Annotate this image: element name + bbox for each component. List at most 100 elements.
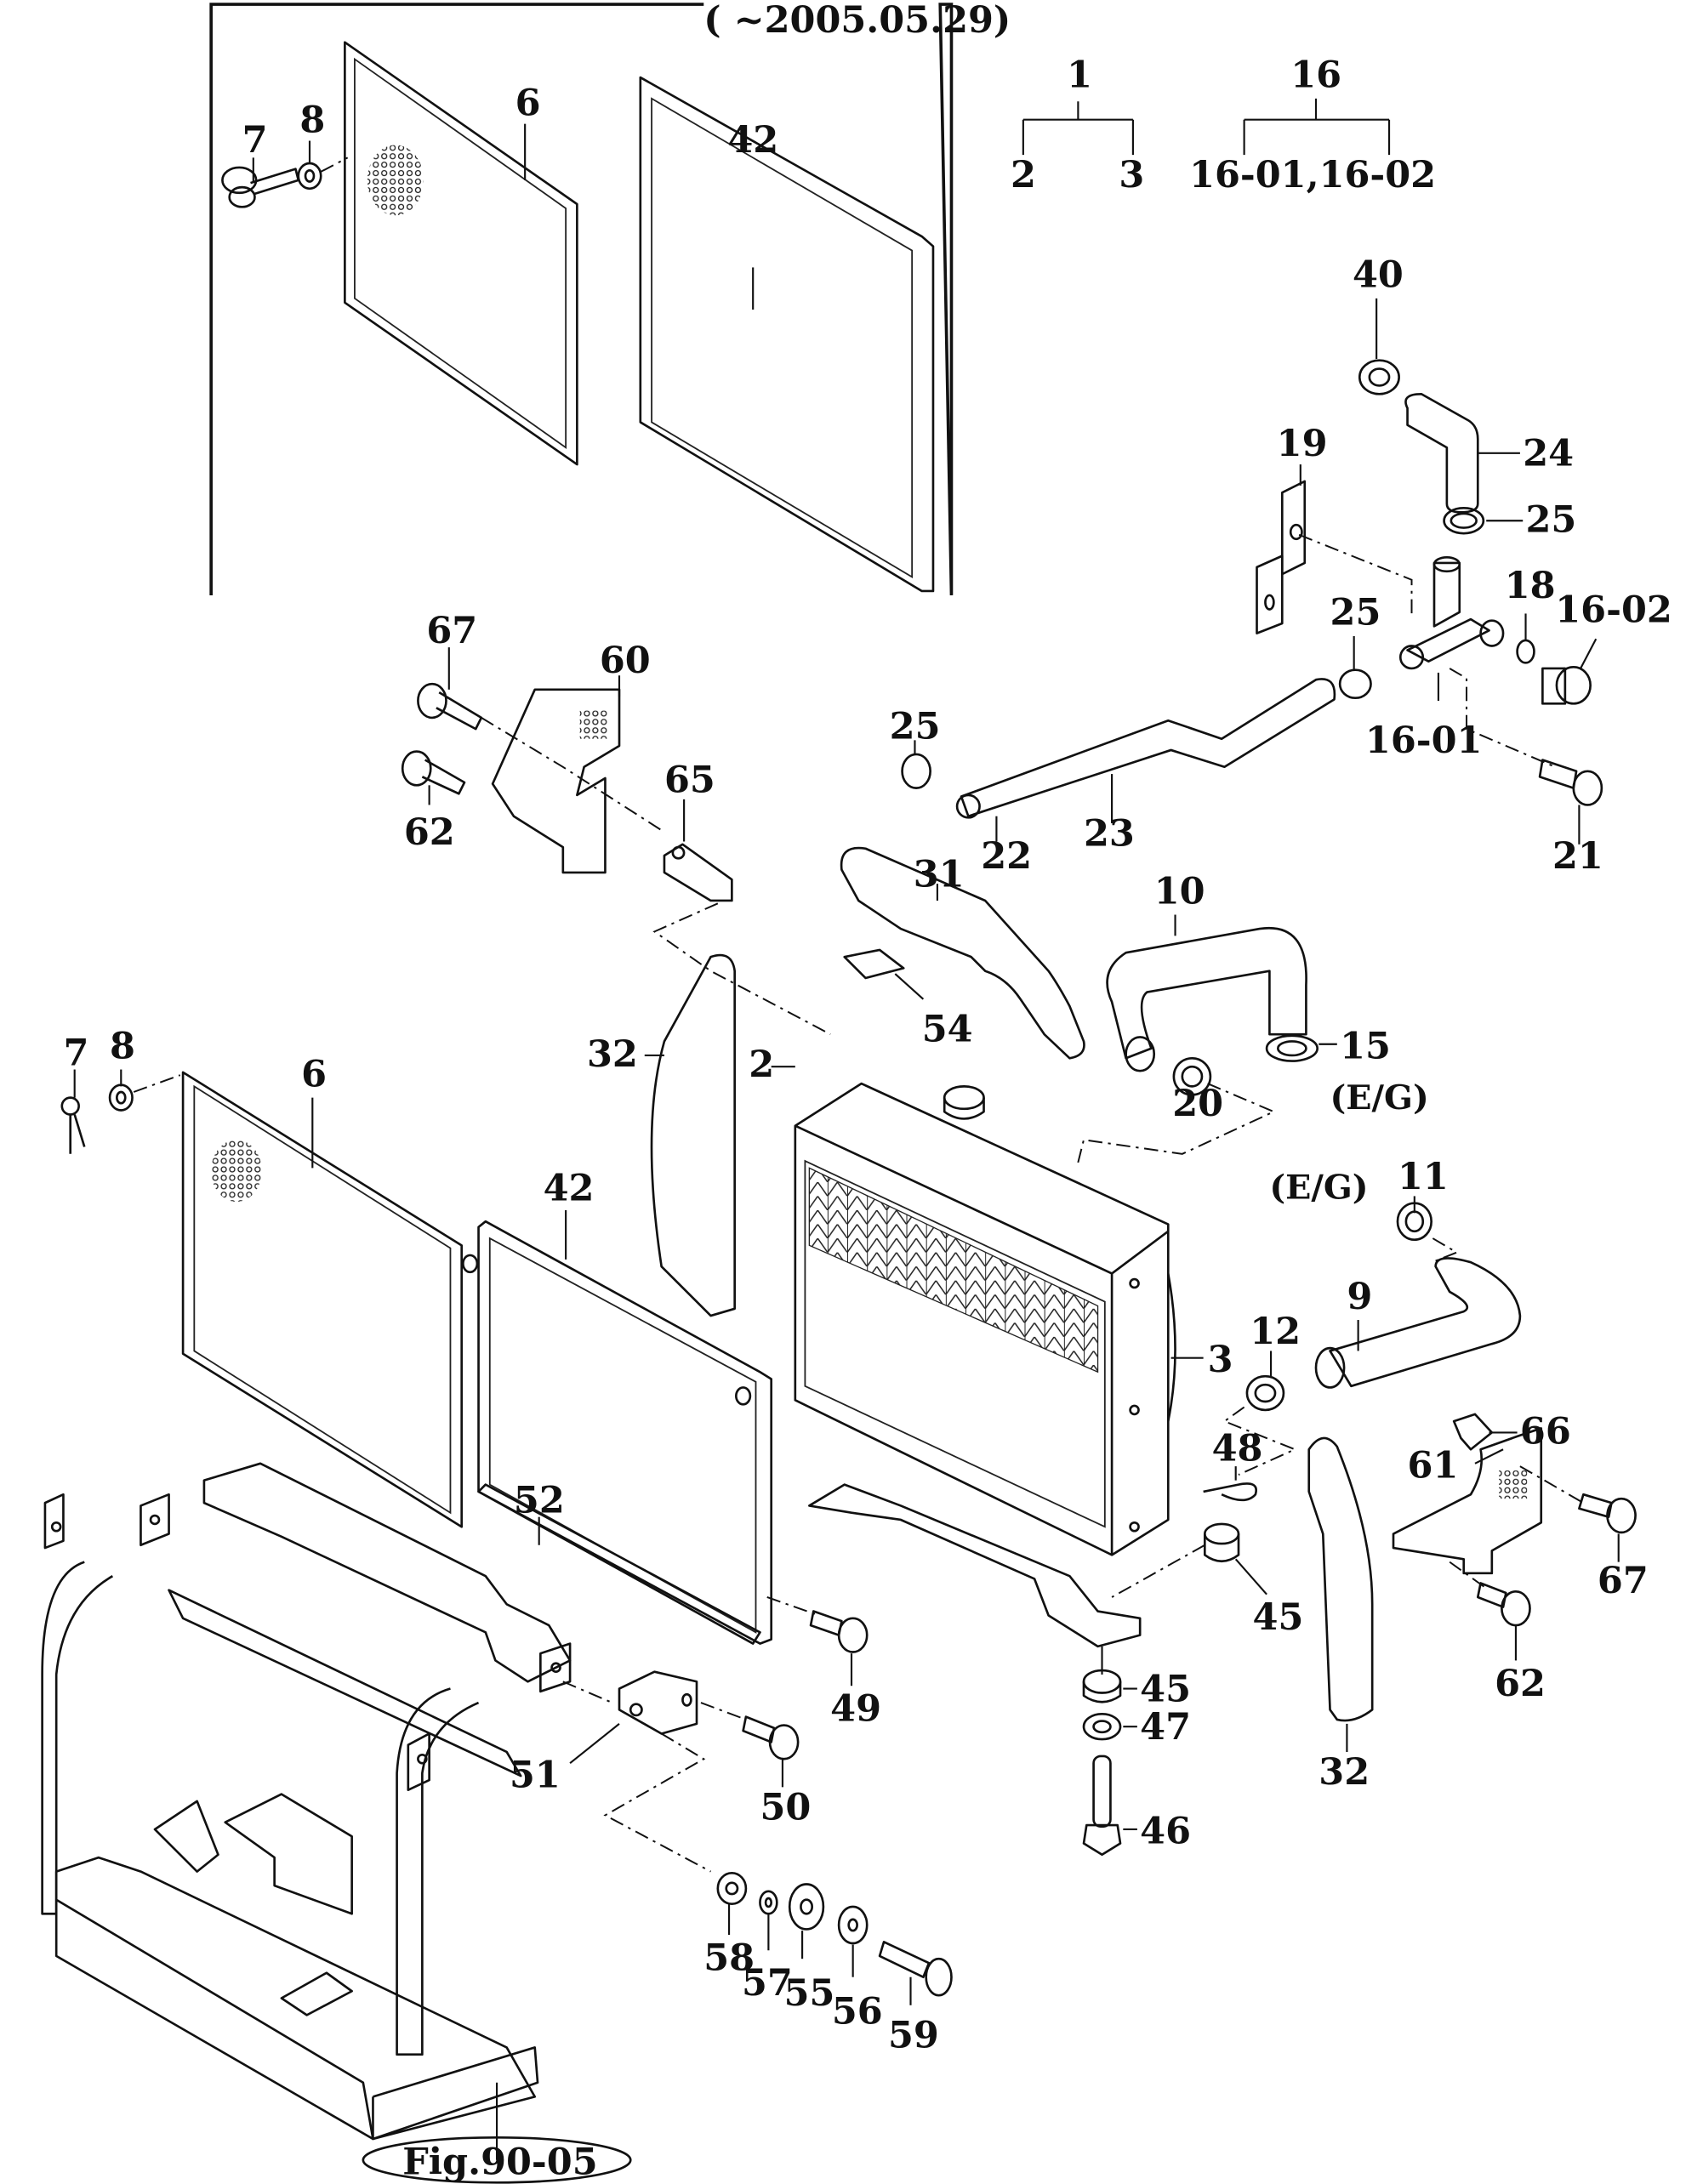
callout-25: 25 xyxy=(1526,498,1577,541)
inset-frame xyxy=(209,3,954,595)
part-49-bolt xyxy=(809,1610,869,1686)
callout-49: 49 xyxy=(830,1688,881,1731)
note-eg-lower: (E/G) xyxy=(1269,1169,1368,1208)
callout-25: 25 xyxy=(1330,592,1381,634)
part-3-radiator-side xyxy=(1166,1273,1204,1422)
part-47-washer xyxy=(1082,1712,1137,1741)
callout-48: 48 xyxy=(1212,1427,1263,1470)
part-45-rubber-mount-lower xyxy=(1082,1669,1137,1703)
callout-50: 50 xyxy=(760,1786,811,1829)
callout-66: 66 xyxy=(1520,1411,1571,1453)
part-50-bolt xyxy=(742,1715,800,1788)
callout-inset-7: 7 xyxy=(242,119,268,162)
part-66-bracket-small xyxy=(1452,1413,1518,1451)
part-24-elbow-hose xyxy=(1404,393,1520,514)
part-16-01-pipe-joint xyxy=(1398,555,1505,702)
part-57-washer xyxy=(759,1890,778,1951)
inset-part-7-wing-bolt xyxy=(221,166,300,208)
radiator-mount-bracket xyxy=(808,1483,1142,1648)
part-16-02-plug xyxy=(1541,638,1598,705)
figure-reference-badge[interactable]: Fig.90-05 xyxy=(362,2136,632,2184)
callout-57: 57 xyxy=(742,1962,793,2005)
callout-24: 24 xyxy=(1523,433,1574,475)
part-52-seal-strip xyxy=(477,1483,761,1645)
part-6-screen-panel xyxy=(181,1071,464,1528)
callout-2: 2 xyxy=(749,1044,774,1086)
part-25-hose-clamp-upper xyxy=(1443,507,1524,535)
callout-59: 59 xyxy=(888,2014,939,2056)
callout-32: 32 xyxy=(1319,1751,1370,1794)
tree-1-child-2: 2 xyxy=(1011,154,1036,196)
callout-62: 62 xyxy=(404,811,455,854)
part-67-bolt-upper xyxy=(417,647,483,731)
tree-1-parent: 1 xyxy=(1067,54,1092,97)
callout-45: 45 xyxy=(1140,1668,1191,1710)
callout-65: 65 xyxy=(664,759,715,802)
part-65-plate xyxy=(663,799,733,902)
inset-part-6-screen-panel xyxy=(344,41,578,466)
part-46-hex-bolt xyxy=(1082,1755,1137,1857)
part-21-bolt xyxy=(1538,759,1603,845)
callout-inset-42: 42 xyxy=(727,119,778,162)
callout-51: 51 xyxy=(510,1754,561,1796)
part-32-side-seal-left xyxy=(644,953,736,1317)
assembly-tree-1: 1 2 3 xyxy=(1011,54,1144,196)
callout-60: 60 xyxy=(600,640,651,682)
tree-1-child-3: 3 xyxy=(1119,154,1144,196)
callout-16-02: 16-02 xyxy=(1555,589,1672,631)
callout-54: 54 xyxy=(922,1008,973,1050)
inset-part-8-washer xyxy=(297,162,322,191)
part-59-hex-bolt xyxy=(878,1941,953,2005)
part-20-hose-clamp xyxy=(1172,1056,1212,1096)
callout-55: 55 xyxy=(784,1972,835,2015)
assembly-tree-16: 16 16-01,16-02 xyxy=(1189,54,1436,196)
callout-56: 56 xyxy=(832,1990,883,2033)
callout-9: 9 xyxy=(1347,1276,1372,1318)
callout-20: 20 xyxy=(1172,1083,1223,1125)
part-7-r-pin xyxy=(60,1069,86,1154)
part-9-lower-hose xyxy=(1314,1257,1522,1389)
part-61-bracket xyxy=(1392,1427,1543,1575)
part-25-hose-clamp-left xyxy=(901,740,931,789)
part-54-seal-pad xyxy=(843,948,925,1000)
part-51-bracket xyxy=(569,1670,698,1765)
callout-46: 46 xyxy=(1140,1811,1191,1853)
callout-18: 18 xyxy=(1505,565,1556,607)
part-55-rubber-cushion xyxy=(788,1883,825,1959)
part-8-washer xyxy=(108,1069,134,1112)
callout-12: 12 xyxy=(1250,1311,1301,1353)
callout-32: 32 xyxy=(587,1033,638,1076)
callout-22: 22 xyxy=(981,835,1032,878)
callout-7: 7 xyxy=(63,1032,88,1075)
inset-old-version-box: ( ~2005.05.29) 6 7 8 42 xyxy=(209,0,1011,595)
part-62-bolt-lower xyxy=(1476,1582,1531,1661)
callout-67: 67 xyxy=(1598,1560,1649,1602)
figure-reference-label[interactable]: Fig.90-05 xyxy=(402,2141,597,2183)
inset-date-caption: ( ~2005.05.29) xyxy=(703,0,1011,42)
note-eg-upper: (E/G) xyxy=(1330,1078,1429,1118)
callout-21: 21 xyxy=(1552,835,1603,878)
part-15-hose-clamp xyxy=(1265,1034,1337,1062)
part-32-side-seal-right xyxy=(1307,1436,1374,1752)
part-19-bracket xyxy=(1256,464,1307,634)
callout-25: 25 xyxy=(890,706,941,748)
callout-67: 67 xyxy=(426,610,477,652)
part-31-shroud-top xyxy=(840,846,1085,1060)
part-2-radiator-core xyxy=(771,1066,1170,1556)
part-10-upper-hose xyxy=(1106,914,1307,1072)
callout-52: 52 xyxy=(514,1480,565,1522)
callout-42: 42 xyxy=(544,1167,595,1209)
part-25-hose-clamp-mid xyxy=(1338,635,1372,700)
callout-40: 40 xyxy=(1353,254,1404,297)
part-45-rubber-mount-upper xyxy=(1203,1522,1267,1595)
tree-16-parent: 16 xyxy=(1290,54,1341,97)
part-12-hose-clamp xyxy=(1245,1351,1285,1412)
part-62-bolt-upper xyxy=(401,750,466,805)
callout-8: 8 xyxy=(110,1025,135,1067)
callout-10: 10 xyxy=(1154,870,1205,913)
callout-61: 61 xyxy=(1408,1444,1459,1487)
callout-11: 11 xyxy=(1398,1156,1449,1198)
part-60-bracket xyxy=(491,675,621,874)
callout-inset-8: 8 xyxy=(299,100,325,142)
